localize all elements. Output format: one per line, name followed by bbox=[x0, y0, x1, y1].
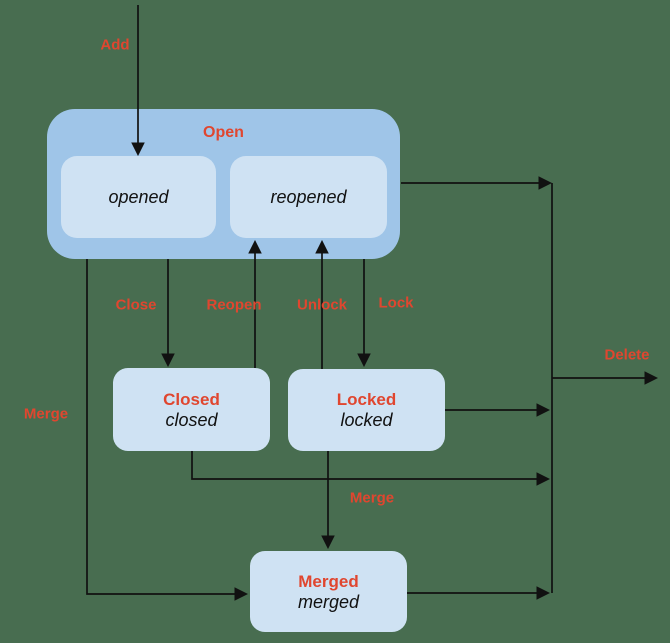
state-open-label: Open bbox=[203, 124, 244, 141]
state-closed-sublabel: closed bbox=[165, 409, 218, 430]
state-opened-label: opened bbox=[108, 186, 169, 207]
transition-label-merge-locked: Merge bbox=[349, 489, 395, 507]
state-closed-title: Closed bbox=[163, 389, 220, 409]
state-locked-sublabel: locked bbox=[340, 410, 393, 430]
state-opened: opened bbox=[61, 156, 216, 238]
edge-closed-to-delete-rail bbox=[191, 451, 551, 486]
transition-label-lock: Lock bbox=[378, 294, 414, 312]
state-merged-sublabel: merged bbox=[297, 591, 360, 612]
state-closed: Closed closed bbox=[113, 368, 270, 451]
state-locked-title: Locked bbox=[336, 390, 397, 409]
state-merged: Merged merged bbox=[250, 551, 407, 632]
state-reopened-label: reopened bbox=[270, 186, 347, 207]
transition-label-reopen: Reopen bbox=[206, 296, 262, 314]
state-locked: Locked locked bbox=[288, 369, 445, 451]
transition-label-add: Add bbox=[100, 36, 130, 54]
state-reopened: reopened bbox=[230, 156, 387, 238]
state-merged-title: Merged bbox=[298, 571, 359, 591]
transition-label-close: Close bbox=[115, 296, 157, 314]
transition-label-merge-open: Merge bbox=[23, 405, 69, 423]
transition-label-delete: Delete bbox=[604, 346, 650, 364]
transition-label-unlock: Unlock bbox=[296, 296, 348, 314]
